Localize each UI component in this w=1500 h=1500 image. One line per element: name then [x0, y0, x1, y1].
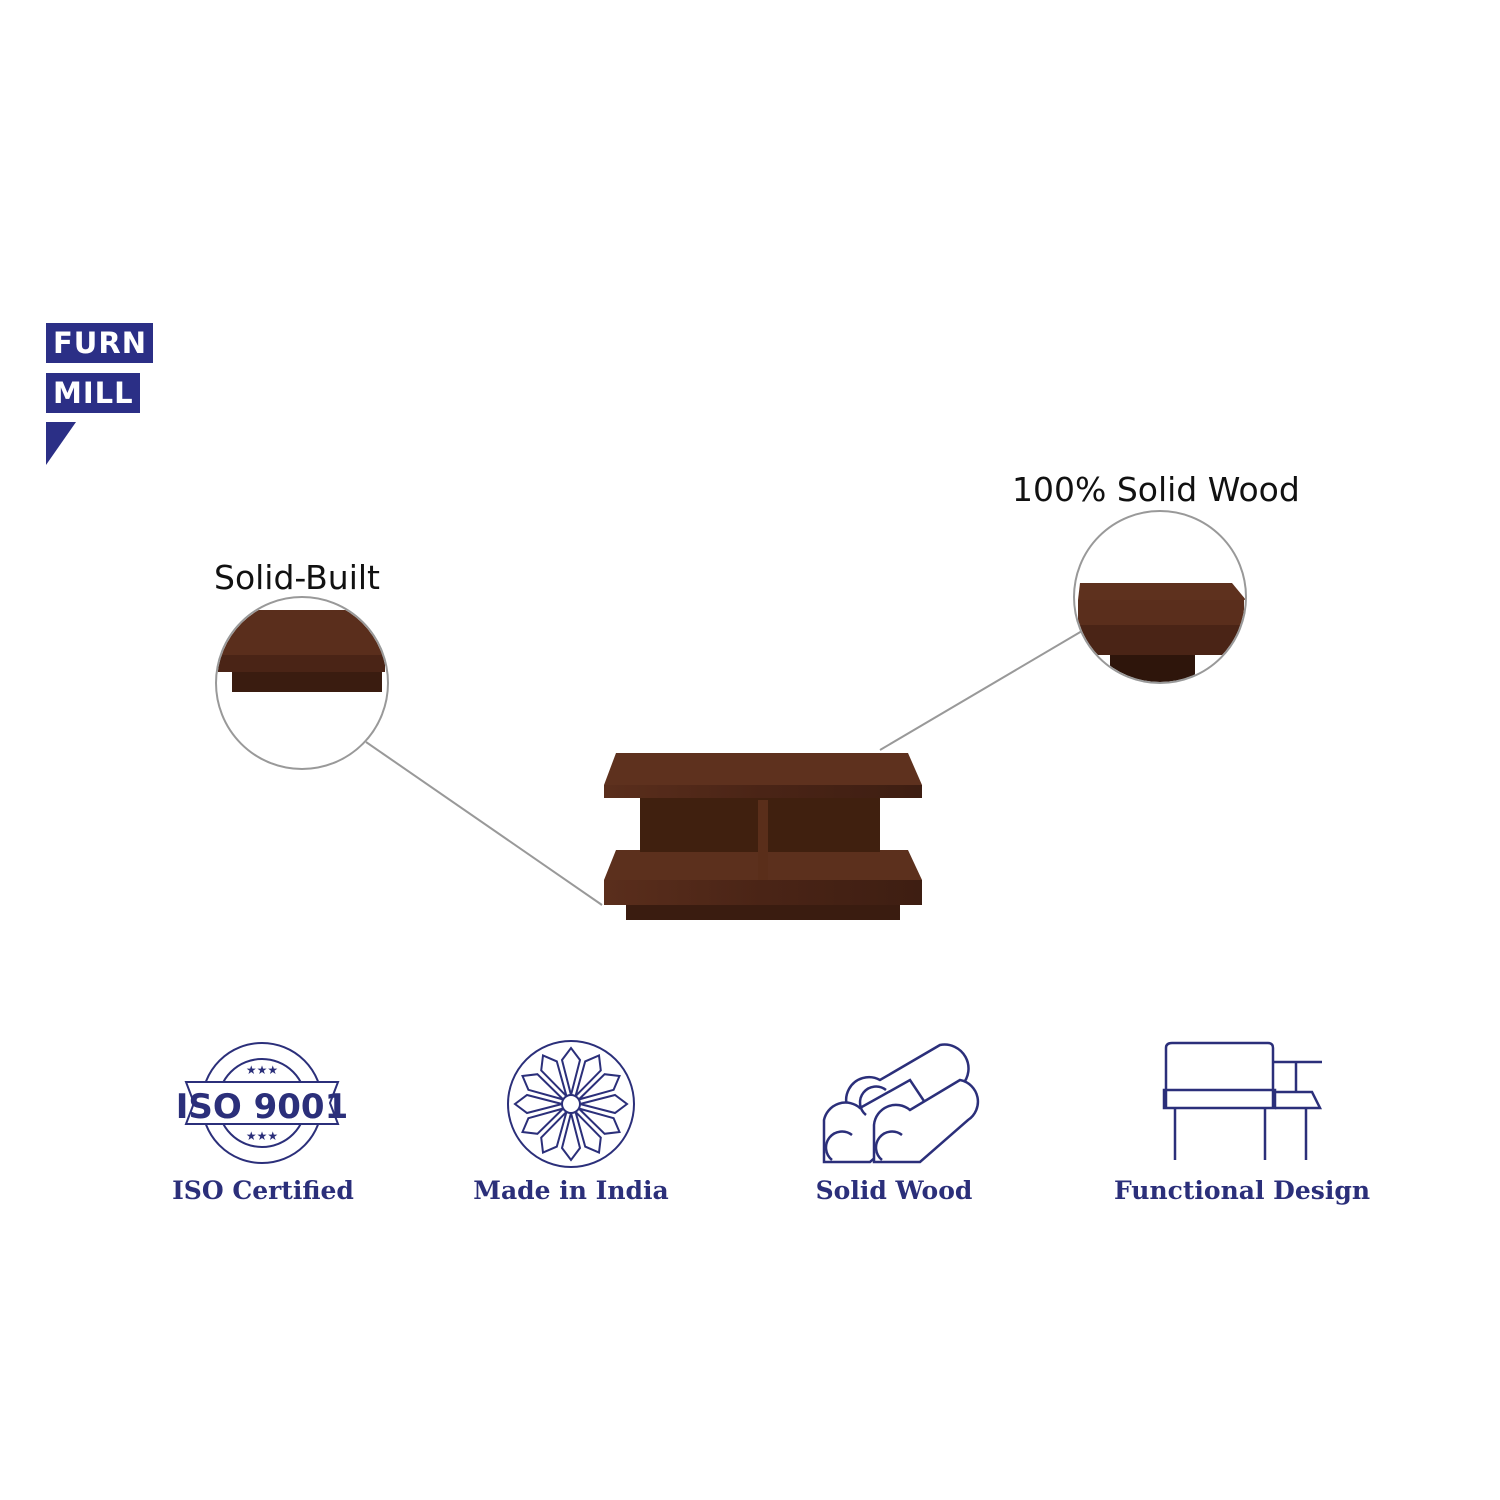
- brand-logo-mill: MILL: [46, 373, 140, 413]
- feature-label-iso: ISO Certified: [172, 1176, 354, 1205]
- feature-label-made-in-india: Made in India: [473, 1176, 669, 1205]
- detail-circle-left: [217, 598, 387, 768]
- callout-solid-wood: 100% Solid Wood: [1012, 470, 1300, 509]
- table-icon: [1162, 1041, 1323, 1160]
- connector-line-left: [365, 741, 603, 906]
- logo-flag: [46, 422, 76, 465]
- iso-9001-badge-icon: ISO 9001 ★★★ ★★★: [176, 1042, 349, 1164]
- coffee-table-image: [604, 753, 922, 920]
- feature-label-functional-design: Functional Design: [1114, 1176, 1370, 1205]
- feature-label-solid-wood: Solid Wood: [815, 1176, 973, 1205]
- callout-solid-built: Solid-Built: [214, 558, 380, 597]
- logs-icon: [822, 1043, 980, 1164]
- svg-text:★★★: ★★★: [246, 1129, 278, 1143]
- connector-line-right: [879, 630, 1083, 751]
- detail-circle-right: [1075, 512, 1245, 682]
- brand-logo-furn: FURN: [46, 323, 153, 363]
- lotus-icon: [507, 1040, 635, 1168]
- svg-text:★★★: ★★★: [246, 1063, 278, 1077]
- iso-badge-text: ISO 9001: [176, 1087, 349, 1127]
